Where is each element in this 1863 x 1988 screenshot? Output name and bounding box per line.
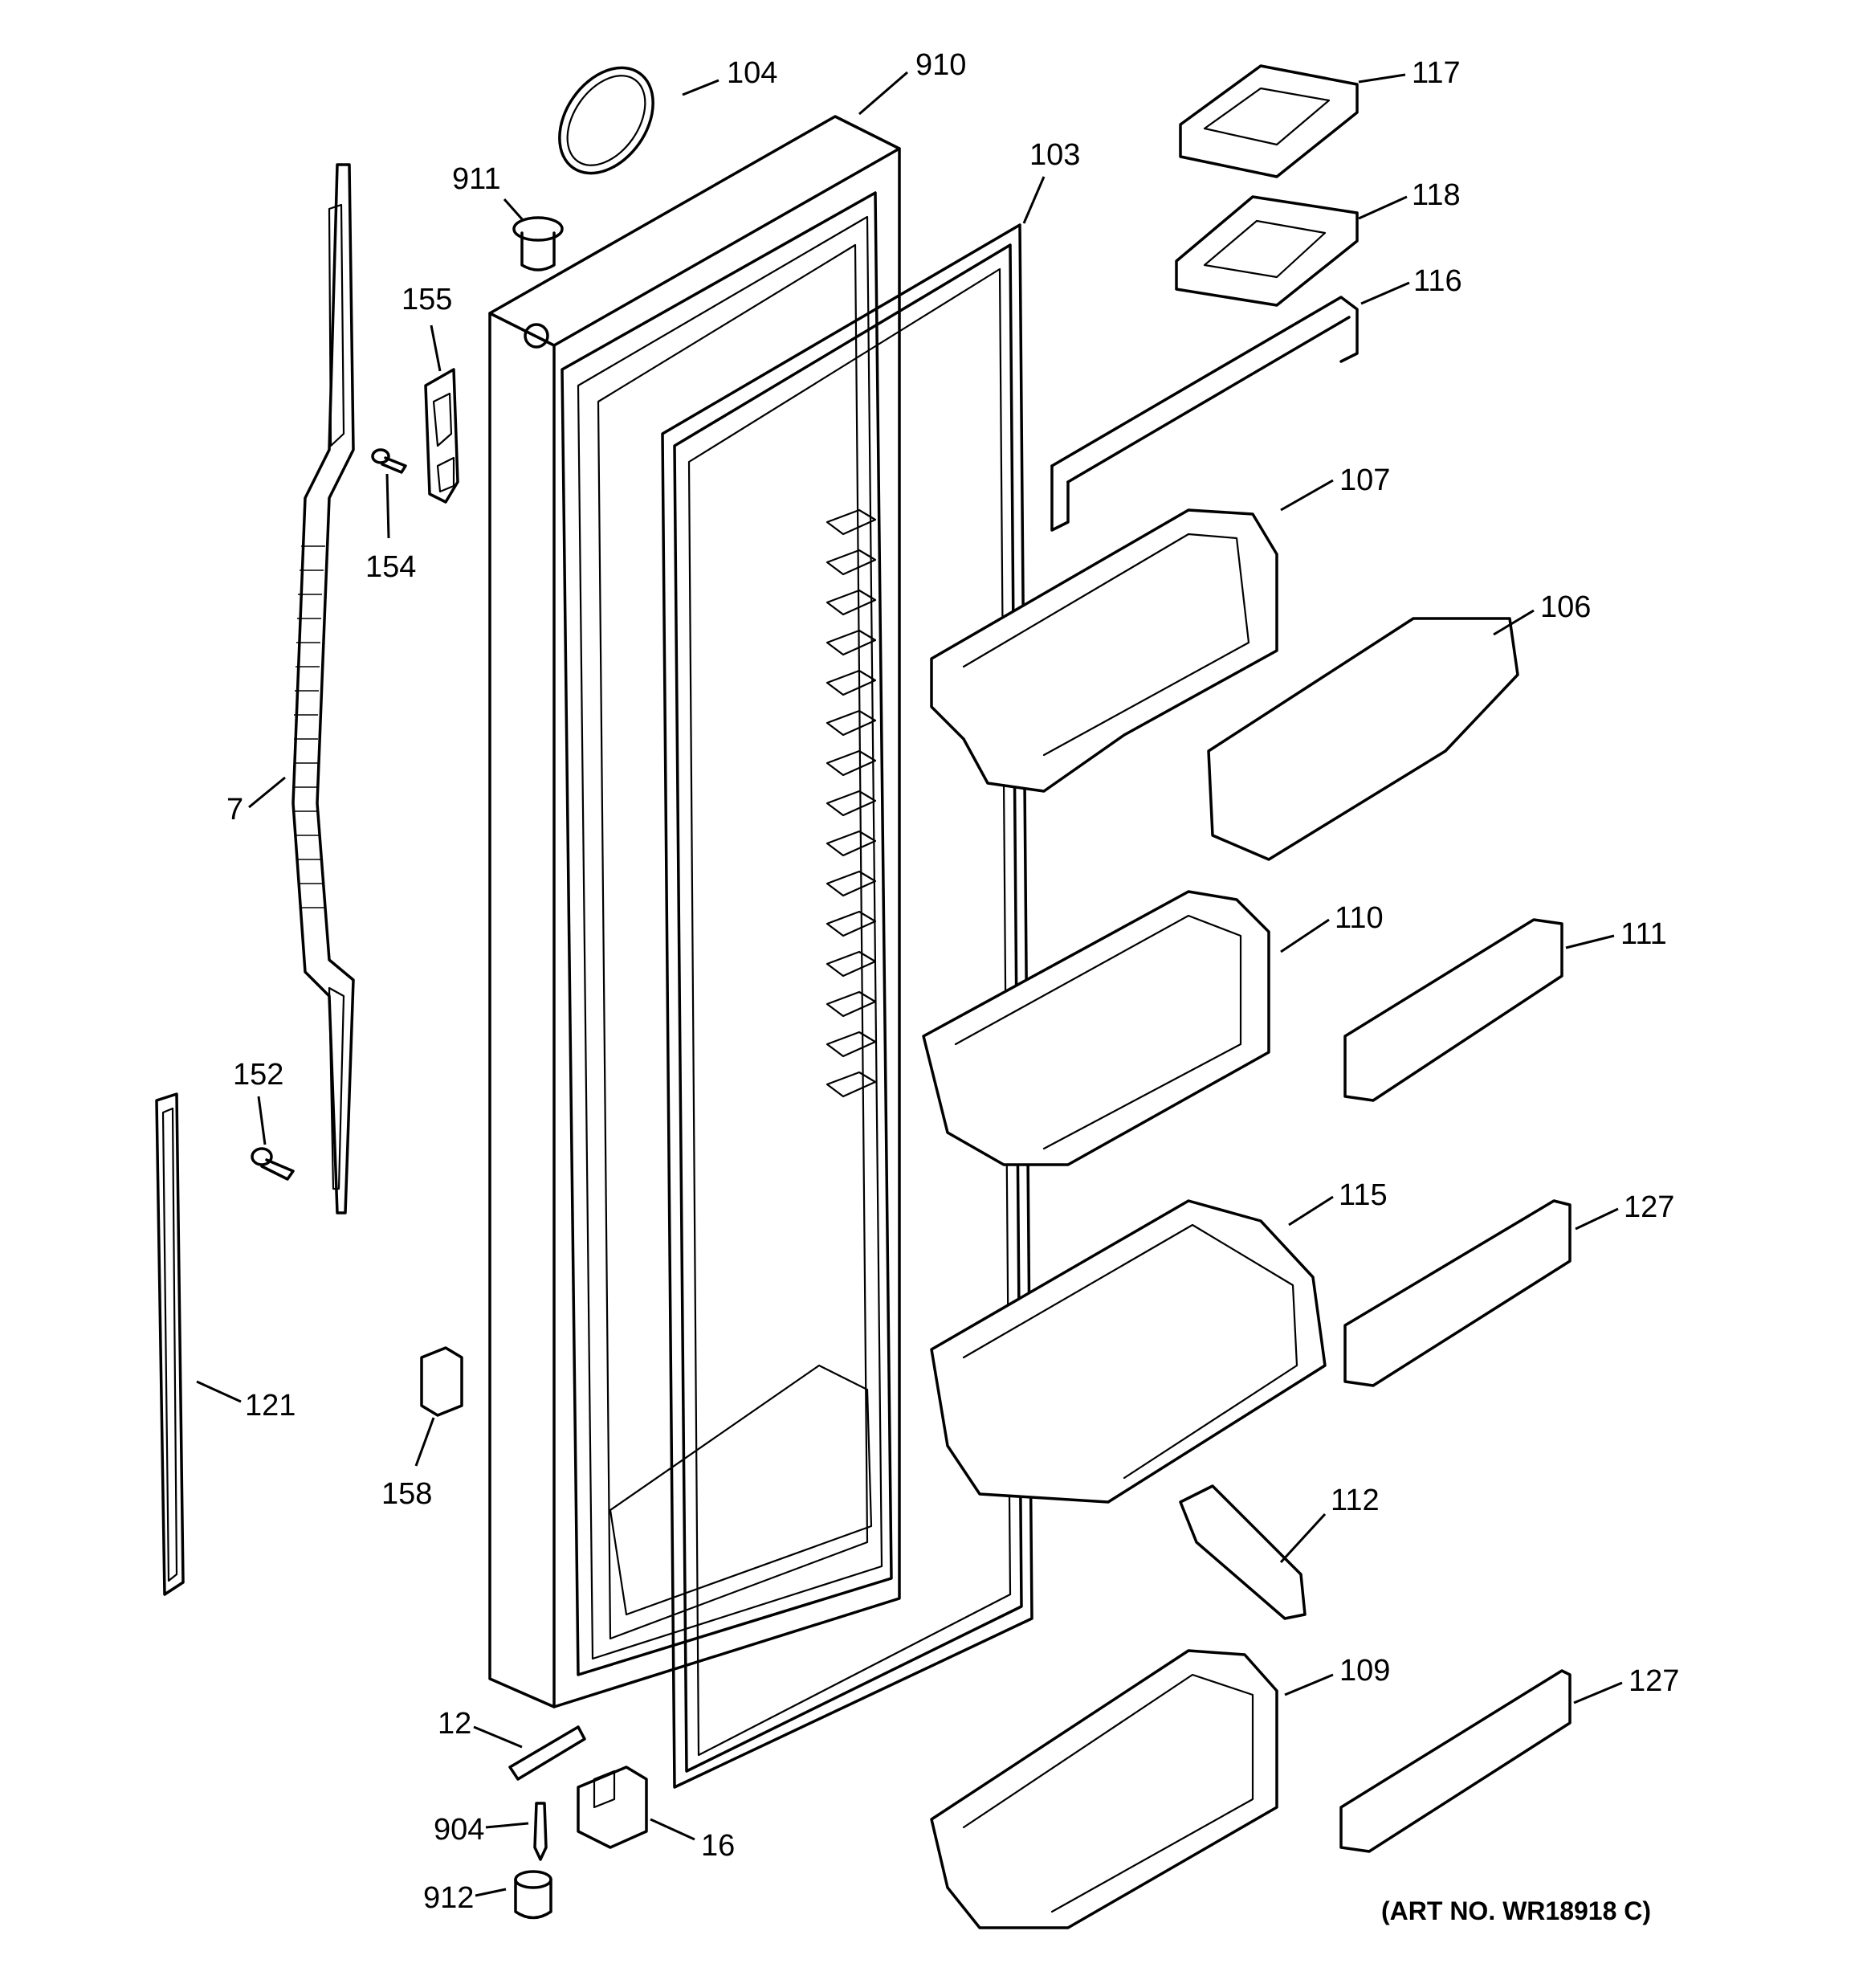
callout-904: 904 [434,1813,484,1847]
callout-910: 910 [915,48,966,82]
door-gasket-103 [661,223,1033,1789]
callout-106: 106 [1540,590,1591,624]
callout-112: 112 [1331,1484,1380,1517]
callout-115: 115 [1339,1178,1388,1212]
part-109-bin [930,1649,1278,1929]
part-912-bushing [514,1870,552,1920]
callout-155: 155 [402,283,452,316]
callout-110: 110 [1335,901,1384,935]
callout-104: 104 [727,56,777,90]
callout-152: 152 [233,1058,283,1092]
part-104-cover [558,66,654,175]
part-118-tray [1175,195,1359,307]
callout-12: 12 [438,1707,471,1741]
part-121-trim-strip [155,1092,185,1596]
liner-shelf-supports [826,508,877,1098]
leader-lines [196,71,1623,1897]
callout-107: 107 [1339,463,1390,497]
part-16-hinge [577,1766,648,1849]
callout-911: 911 [452,162,501,196]
part-127-bin-front-lower [1339,1669,1572,1853]
part-911-bushing [512,216,564,271]
part-152-screw [251,1147,295,1181]
door-frame-910 [488,115,901,1708]
callout-127-upper: 127 [1624,1190,1674,1224]
callout-912: 912 [423,1881,474,1915]
part-7-handle [291,163,355,1214]
callout-121: 121 [245,1389,296,1423]
callout-7: 7 [226,793,243,827]
callout-158: 158 [381,1477,432,1511]
part-116-rail [1050,296,1359,532]
art-number: (ART NO. WR18918 C) [1381,1896,1651,1925]
callout-109: 109 [1339,1654,1390,1688]
part-12-plate [508,1725,586,1781]
callout-154: 154 [365,550,416,584]
callout-118: 118 [1412,178,1461,212]
callout-127-lower: 127 [1629,1664,1679,1698]
callout-117: 117 [1412,56,1461,90]
part-904-screw [533,1802,548,1861]
part-111-bin-front [1343,918,1563,1102]
part-155-hinge-cam [424,368,459,504]
callout-111: 111 [1620,917,1667,951]
callout-116: 116 [1413,264,1462,298]
part-158-stop [420,1346,463,1417]
door-liner [561,191,893,1676]
callout-103: 103 [1029,138,1080,172]
callout-labels: 104 910 117 911 103 118 155 116 154 107 … [226,48,1679,1915]
part-112-bracket [1179,1484,1307,1620]
part-110-bin [922,890,1270,1166]
part-127-bin-front-upper [1343,1199,1572,1387]
part-154-screw [371,448,407,474]
part-106-bin-front [1207,617,1519,861]
part-115-bin [930,1199,1327,1504]
part-117-cover [1179,64,1359,178]
part-107-bin [930,508,1278,793]
callout-16: 16 [701,1829,735,1863]
